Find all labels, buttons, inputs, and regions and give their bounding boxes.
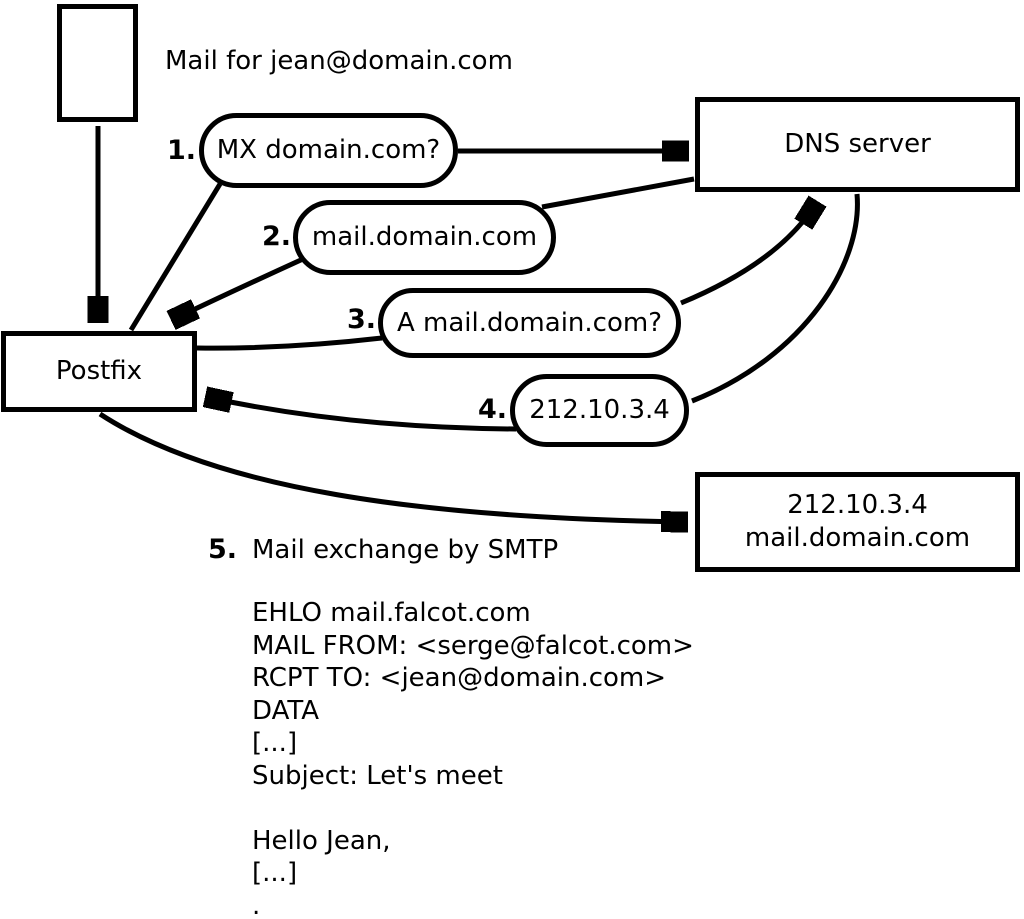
pill-mx-query-label: MX domain.com? bbox=[216, 135, 441, 165]
smtp-line: Subject: Let's meet bbox=[252, 760, 503, 791]
step-5-label: Mail exchange by SMTP bbox=[252, 535, 559, 565]
pill-mx-answer-label: mail.domain.com bbox=[311, 222, 538, 252]
smtp-line: DATA bbox=[252, 695, 319, 726]
pill-a-answer: 212.10.3.4 bbox=[510, 374, 689, 447]
step-1-number: 1. bbox=[166, 135, 196, 166]
step-3-number: 3. bbox=[346, 304, 376, 335]
smtp-session-transcript: EHLO mail.falcot.com MAIL FROM: <serge@f… bbox=[252, 597, 694, 919]
postfix-box: Postfix bbox=[1, 331, 197, 412]
smtp-line: Hello Jean, bbox=[252, 825, 391, 856]
mailserver-hostname: mail.domain.com bbox=[744, 523, 971, 553]
mailserver-box: 212.10.3.4 mail.domain.com bbox=[695, 472, 1020, 572]
smtp-line: . bbox=[252, 890, 261, 919]
mailserver-ip: 212.10.3.4 bbox=[787, 490, 928, 520]
pill-a-query-label: A mail.domain.com? bbox=[397, 307, 662, 338]
pill-mx-query: MX domain.com? bbox=[199, 113, 458, 188]
dns-server-box: DNS server bbox=[695, 97, 1020, 192]
smtp-line bbox=[252, 792, 694, 825]
pill-mx-answer: mail.domain.com bbox=[293, 200, 556, 275]
smtp-line: MAIL FROM: <serge@falcot.com> bbox=[252, 630, 694, 661]
line-postfix-to-a-query bbox=[196, 335, 383, 351]
mail-note: Mail for jean@domain.com bbox=[165, 46, 513, 76]
smtp-line: RCPT TO: <jean@domain.com> bbox=[252, 663, 667, 693]
arrow-mx-answer-to-postfix bbox=[172, 256, 305, 320]
step-2-number: 2. bbox=[261, 221, 291, 252]
postfix-label: Postfix bbox=[55, 356, 143, 386]
line-postfix-to-mx-query bbox=[128, 182, 223, 332]
pill-a-answer-label: 212.10.3.4 bbox=[529, 395, 670, 425]
pill-a-query: A mail.domain.com? bbox=[378, 288, 681, 358]
smtp-line: [...] bbox=[252, 728, 298, 758]
step-4-number: 4. bbox=[477, 394, 507, 425]
arrow-smtp-postfix-to-mailserver bbox=[98, 411, 687, 522]
arrow-a-answer-to-postfix bbox=[206, 397, 517, 432]
dns-server-label: DNS server bbox=[784, 129, 931, 159]
line-dns-to-a-answer bbox=[691, 193, 860, 404]
smtp-line: [...] bbox=[252, 858, 298, 888]
arrow-a-query-to-dns bbox=[680, 202, 817, 306]
smtp-line: EHLO mail.falcot.com bbox=[252, 598, 531, 628]
step-5-number: 5. bbox=[208, 534, 238, 565]
mail-envelope-box bbox=[57, 4, 138, 122]
line-dns-to-mx-answer bbox=[541, 176, 695, 210]
